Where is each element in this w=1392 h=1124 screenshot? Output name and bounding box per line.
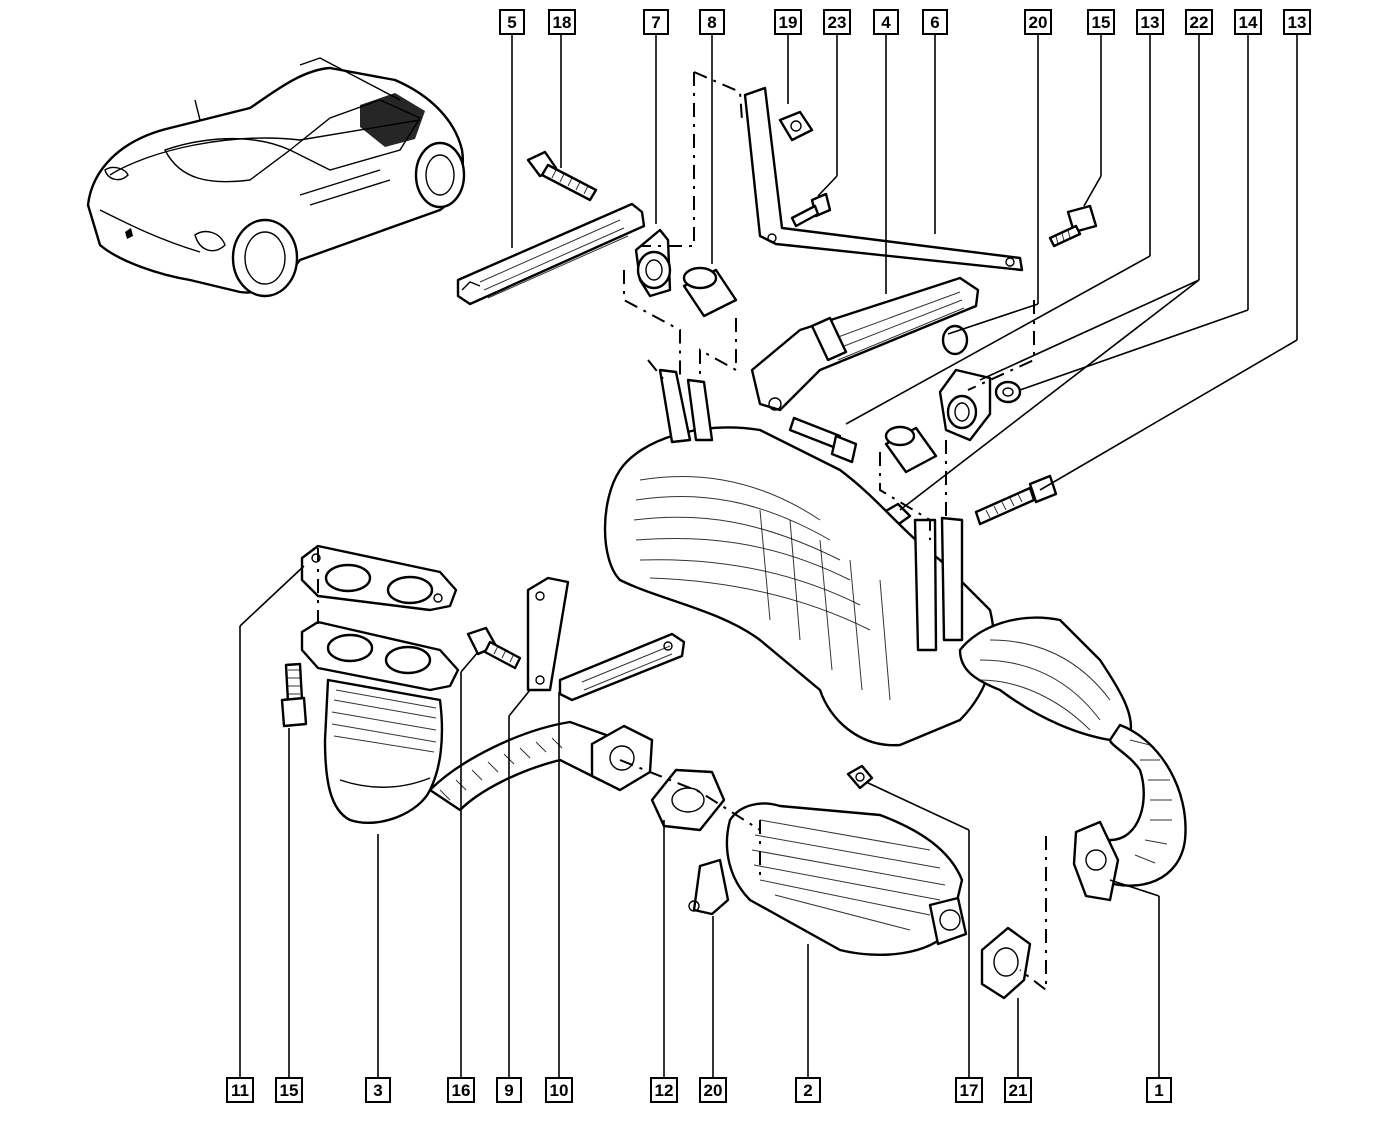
part-13-bolt-long [974, 474, 1058, 526]
svg-text:14: 14 [1239, 13, 1258, 32]
callout-4: 4 [873, 9, 899, 35]
svg-text:3: 3 [373, 1081, 382, 1100]
part-17-nut [846, 764, 874, 790]
callout-3: 3 [365, 1077, 391, 1103]
svg-text:18: 18 [553, 13, 572, 32]
part-23-bolt [790, 192, 832, 228]
part-18-bolt [526, 150, 598, 202]
callout-11: 11 [226, 1077, 254, 1103]
svg-text:5: 5 [507, 13, 516, 32]
part-15-bolt-top [1048, 204, 1098, 248]
callout-21: 21 [1004, 1077, 1032, 1103]
svg-text:15: 15 [1092, 13, 1111, 32]
svg-text:7: 7 [651, 13, 660, 32]
part-4-mounting-bracket [750, 276, 980, 412]
callout-22: 22 [1185, 9, 1213, 35]
svg-text:22: 22 [1190, 13, 1209, 32]
callout-16: 16 [447, 1077, 475, 1103]
svg-text:4: 4 [881, 13, 891, 32]
callout-17: 17 [955, 1077, 983, 1103]
svg-text:9: 9 [504, 1081, 513, 1100]
callout-14: 14 [1234, 9, 1262, 35]
callouts-bottom: 11 15 3 16 9 10 12 20 2 17 21 1 [226, 1077, 1172, 1103]
callout-12: 12 [650, 1077, 678, 1103]
part-20-clamp [688, 858, 730, 916]
part-5-heat-shield-strip [456, 202, 646, 306]
leader-lines [239, 34, 1298, 1078]
car-illustration [86, 57, 466, 298]
svg-text:15: 15 [280, 1081, 299, 1100]
callout-20: 20 [1024, 9, 1052, 35]
callout-20b: 20 [699, 1077, 727, 1103]
part-15-bolt-left [280, 662, 308, 728]
svg-text:1: 1 [1154, 1081, 1163, 1100]
callout-7: 7 [643, 9, 669, 35]
part-7-bracket [634, 228, 672, 298]
part-22-bracket [938, 368, 992, 442]
callout-15b: 15 [275, 1077, 303, 1103]
callout-9: 9 [496, 1077, 522, 1103]
svg-text:11: 11 [231, 1081, 249, 1100]
callout-19: 19 [774, 9, 802, 35]
part-8-rubber-mount [682, 266, 738, 318]
svg-text:10: 10 [550, 1081, 569, 1100]
callout-10: 10 [545, 1077, 573, 1103]
part-10-bracket [558, 632, 686, 702]
svg-text:2: 2 [803, 1081, 812, 1100]
part-11-gasket [300, 544, 458, 612]
callout-1: 1 [1146, 1077, 1172, 1103]
callout-18: 18 [548, 9, 576, 35]
svg-text:13: 13 [1288, 13, 1307, 32]
callout-23: 23 [823, 9, 851, 35]
part-20-rubber-mount-right [884, 425, 938, 474]
svg-text:17: 17 [960, 1081, 979, 1100]
assembly-dash-lines [317, 71, 1047, 993]
svg-text:20: 20 [704, 1081, 723, 1100]
callout-8: 8 [699, 9, 725, 35]
intermediate-pipe [428, 720, 654, 812]
part-2-catalytic-converter [725, 802, 968, 957]
svg-text:8: 8 [707, 13, 716, 32]
svg-text:13: 13 [1141, 13, 1160, 32]
part-13-bolt-middle [788, 416, 858, 464]
callout-13: 13 [1136, 9, 1164, 35]
part-6-strap [743, 86, 1024, 272]
svg-text:16: 16 [452, 1081, 471, 1100]
callout-2: 2 [795, 1077, 821, 1103]
svg-text:20: 20 [1029, 13, 1048, 32]
part-16-bolt [466, 626, 522, 670]
callout-15: 15 [1087, 9, 1115, 35]
part-9-bracket [526, 576, 570, 692]
part-3-exhaust-manifold [300, 620, 460, 825]
part-19-nut [778, 110, 814, 142]
part-21-gasket [980, 926, 1032, 1000]
svg-text:23: 23 [828, 13, 847, 32]
part-14-washer [994, 380, 1022, 404]
svg-text:6: 6 [930, 13, 939, 32]
callouts-top: 5 18 7 8 19 23 4 6 20 15 13 22 14 13 [499, 9, 1311, 35]
svg-text:21: 21 [1009, 1081, 1028, 1100]
callout-5: 5 [499, 9, 525, 35]
part-1-catalyst-pipe [958, 616, 1187, 902]
callout-13b: 13 [1283, 9, 1311, 35]
callout-6: 6 [922, 9, 948, 35]
rear-silencer [603, 368, 995, 747]
svg-text:19: 19 [779, 13, 798, 32]
svg-text:12: 12 [655, 1081, 674, 1100]
